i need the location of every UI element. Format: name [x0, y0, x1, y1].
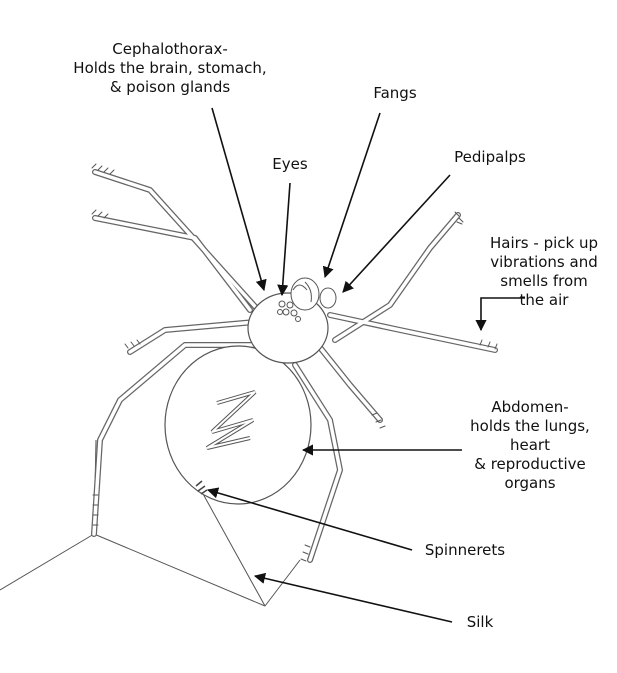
legs	[91, 163, 498, 563]
arrow-spinnerets	[206, 487, 413, 551]
cephalothorax-body	[247, 277, 337, 364]
arrow-fangs	[322, 112, 381, 279]
label-line: holds the lungs,	[470, 417, 590, 435]
pointer-arrows	[206, 107, 525, 623]
spinnerets-mark	[195, 480, 208, 495]
label-pedipalps: Pedipalps	[440, 148, 540, 167]
arrow-eyes	[277, 182, 291, 297]
arrow-hairs	[475, 297, 525, 332]
label-line: Pedipalps	[454, 148, 526, 166]
label-fangs: Fangs	[355, 84, 435, 103]
label-line: & poison glands	[109, 78, 231, 96]
label-line: organs	[504, 474, 556, 492]
label-line: Silk	[466, 613, 494, 631]
label-line: Spinnerets	[424, 541, 506, 559]
label-abdomen: Abdomen- holds the lungs, heart & reprod…	[455, 398, 605, 493]
arrow-pedipalps	[342, 174, 451, 293]
label-cephalothorax: Cephalothorax- Holds the brain, stomach,…	[55, 40, 285, 97]
label-hairs: Hairs - pick up vibrations and smells fr…	[478, 234, 610, 310]
label-line: Fangs	[373, 84, 417, 102]
label-line: & reproductive	[474, 455, 586, 473]
label-line: Abdomen-	[491, 398, 569, 416]
label-line: Cephalothorax-	[112, 40, 228, 58]
label-line: smells from	[500, 272, 588, 290]
label-eyes: Eyes	[255, 155, 325, 174]
label-line: Hairs - pick up	[490, 234, 598, 252]
arrow-cephalothorax	[211, 107, 267, 292]
label-line: Holds the brain, stomach,	[73, 59, 267, 77]
label-line: Eyes	[272, 155, 308, 173]
arrow-silk	[253, 572, 453, 623]
label-line: heart	[510, 436, 550, 454]
label-line: the air	[519, 291, 569, 309]
label-silk: Silk	[450, 613, 510, 632]
abdomen-body	[164, 345, 312, 505]
label-spinnerets: Spinnerets	[410, 541, 520, 560]
eyes-cluster	[277, 300, 301, 322]
label-line: vibrations and	[490, 253, 598, 271]
